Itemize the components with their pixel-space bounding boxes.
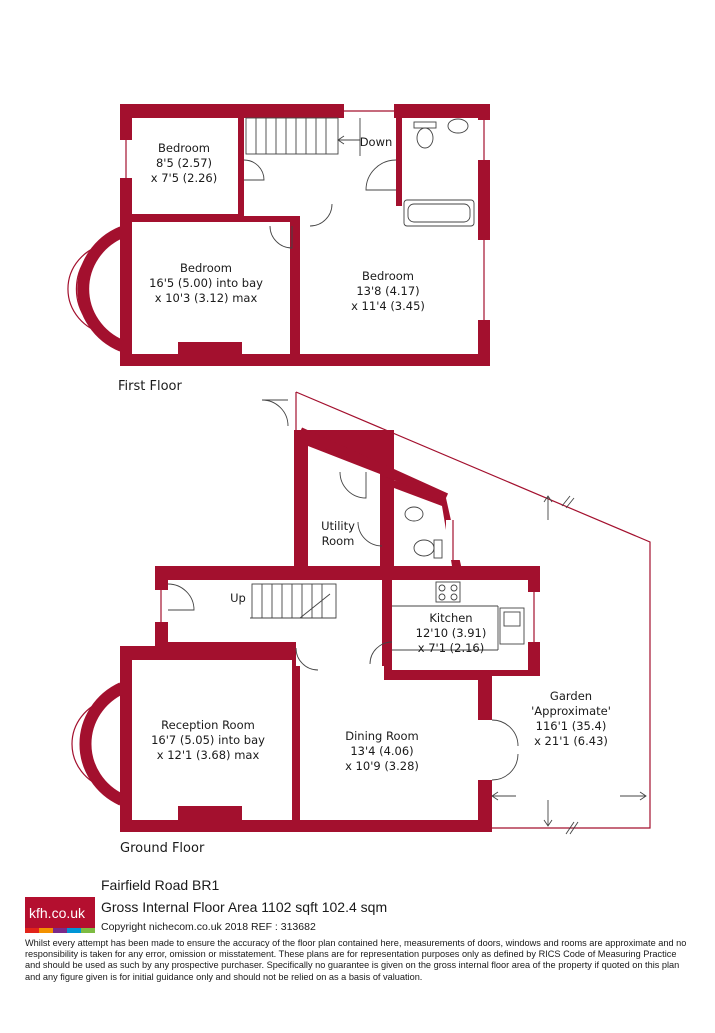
logo-text: kfh.co.uk (29, 905, 86, 921)
kfh-logo: kfh.co.uk (25, 897, 95, 933)
bedroom-bay-dim2: x 10'3 (3.12) max (155, 291, 258, 305)
property-title: Fairfield Road BR1 (101, 877, 220, 893)
wc-area (394, 488, 452, 566)
logo-stripe-2 (39, 928, 53, 933)
logo-stripe-1 (25, 928, 39, 933)
stairs-first (245, 117, 361, 156)
utility-name1: Utility (321, 519, 355, 533)
garden-name: Garden (550, 689, 592, 703)
dining-room-area (300, 680, 478, 820)
reception-dim1: 16'7 (5.05) into bay (151, 733, 265, 747)
logo-stripe-3 (53, 928, 67, 933)
bedroom-right-area (300, 206, 478, 354)
bedroom-right-dim2: x 11'4 (3.45) (351, 299, 425, 313)
kitchen-dim2: x 7'1 (2.16) (418, 641, 485, 655)
first-floor-label: First Floor (118, 379, 182, 394)
copyright: Copyright nichecom.co.uk 2018 REF : 3136… (101, 921, 316, 933)
stairs-ground (250, 583, 337, 619)
bedroom-small-dim1: 8'5 (2.57) (156, 156, 212, 170)
bedroom-bay-area (132, 222, 290, 354)
bay-window-ground (79, 682, 125, 806)
bedroom-bay-dim1: 16'5 (5.00) into bay (149, 276, 263, 290)
landing-top (244, 118, 396, 156)
bedroom-bay-name: Bedroom (180, 261, 232, 275)
ground-floor-plan (71, 391, 651, 835)
kitchen-name: Kitchen (429, 611, 472, 625)
garden-name2: 'Approximate' (531, 704, 611, 718)
bedroom-small-name: Bedroom (158, 141, 210, 155)
bedroom-small-area (132, 118, 238, 214)
kitchen-dim1: 12'10 (3.91) (416, 626, 487, 640)
reception-name: Reception Room (161, 718, 255, 732)
disclaimer: Whilst every attempt has been made to en… (25, 938, 687, 982)
floor-area: Gross Internal Floor Area 1102 sqft 102.… (101, 899, 388, 915)
dining-name: Dining Room (345, 729, 419, 743)
dining-dim2: x 10'9 (3.28) (345, 759, 419, 773)
bedroom-right-name: Bedroom (362, 269, 414, 283)
reception-room-area (132, 660, 292, 820)
stairs-up-label: Up (230, 591, 246, 605)
garden-dimension-arrows (491, 495, 647, 835)
garden-dim2: x 21'1 (6.43) (534, 734, 608, 748)
bedroom-small-dim2: x 7'5 (2.26) (151, 171, 218, 185)
first-floor-plan (67, 104, 490, 366)
logo-stripe-4 (67, 928, 81, 933)
bedroom-right-dim1: 13'8 (4.17) (356, 284, 419, 298)
dining-dim1: 13'4 (4.06) (350, 744, 413, 758)
logo-stripes (25, 928, 95, 933)
utility-name2: Room (322, 534, 355, 548)
logo-stripe-5 (81, 928, 95, 933)
stairs-down-label: Down (360, 135, 393, 149)
reception-dim2: x 12'1 (3.68) max (157, 748, 260, 762)
bay-window-first (77, 226, 125, 352)
garden-dim1: 116'1 (35.4) (536, 719, 607, 733)
ground-floor-label: Ground Floor (120, 841, 205, 856)
